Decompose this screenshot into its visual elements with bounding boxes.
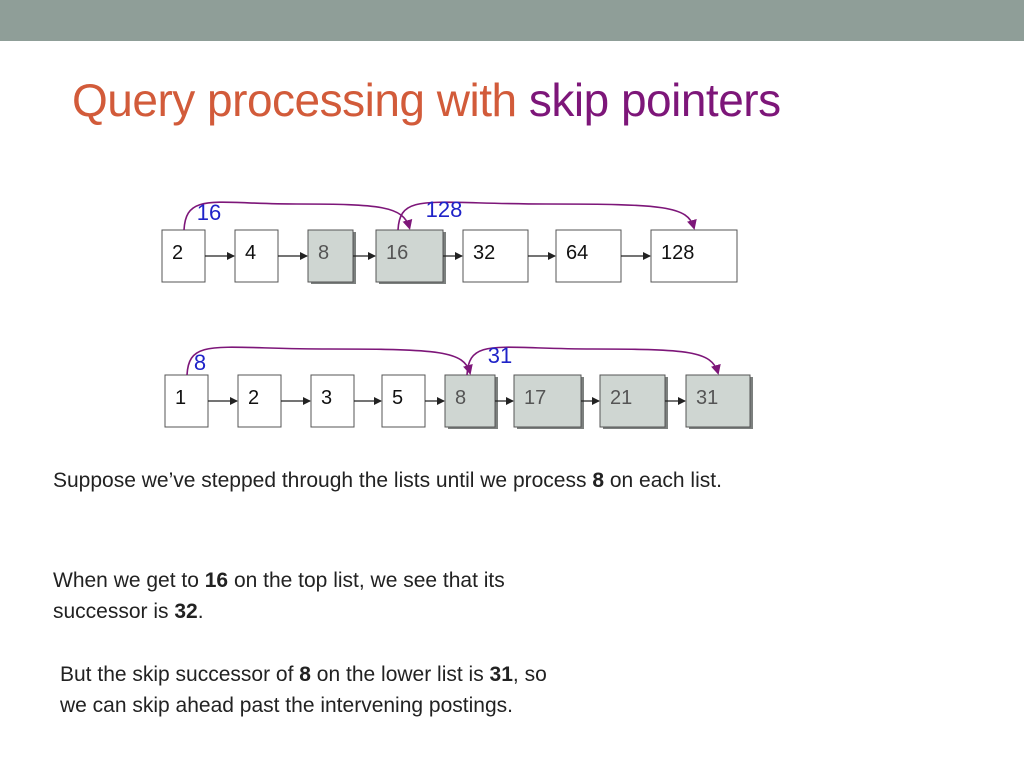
node-box	[555, 229, 622, 283]
bottom-postings-list: 1 2 3 5 8 17 21 31 8 31	[164, 343, 753, 429]
node-label: 32	[473, 242, 495, 264]
node-box	[310, 374, 355, 428]
explanation-line-2b: successor is 32.	[53, 600, 204, 623]
bottom-node-8: 8	[444, 374, 498, 429]
node-label: 3	[321, 387, 332, 409]
node-box	[462, 229, 529, 283]
bottom-skip-pointer-31	[466, 346, 721, 376]
bottom-node-2: 2	[237, 374, 282, 428]
node-label: 17	[524, 387, 546, 409]
page-title: Query processing with skip pointers	[72, 70, 781, 130]
node-label: 8	[455, 387, 466, 409]
node-box	[234, 229, 279, 283]
explanation-line-3a: But the skip successor of 8 on the lower…	[60, 663, 547, 686]
node-box	[307, 229, 354, 283]
top-skip-label-128: 128	[426, 197, 463, 222]
top-skip-pointer-16	[183, 201, 413, 231]
node-label: 4	[245, 242, 256, 264]
top-node-64: 64	[555, 229, 622, 283]
title-main: Query processing with	[72, 74, 529, 126]
node-box	[161, 229, 206, 283]
node-label: 128	[661, 242, 694, 264]
node-box	[444, 374, 496, 428]
top-node-2: 2	[161, 229, 206, 283]
bottom-node-3: 3	[310, 374, 355, 428]
top-node-128: 128	[650, 229, 738, 283]
explanation-line-3b: we can skip ahead past the intervening p…	[60, 694, 513, 717]
top-postings-list: 2 4 8 16 32 64 128 16 128	[161, 197, 738, 284]
top-skip-pointer-128	[397, 201, 697, 231]
node-label: 31	[696, 387, 718, 409]
bottom-skip-label-31: 31	[488, 343, 512, 368]
bottom-node-1: 1	[164, 374, 209, 428]
top-skip-label-16: 16	[197, 200, 221, 225]
bottom-skip-label-8: 8	[194, 350, 206, 375]
node-label: 8	[318, 242, 329, 264]
bottom-node-21: 21	[599, 374, 668, 429]
node-label: 2	[248, 387, 259, 409]
node-box	[685, 374, 751, 428]
top-node-8: 8	[307, 229, 356, 284]
node-box	[650, 229, 738, 283]
top-node-16: 16	[375, 229, 446, 284]
node-label: 21	[610, 387, 632, 409]
node-label: 1	[175, 387, 186, 409]
bottom-node-17: 17	[513, 374, 584, 429]
bottom-skip-pointer-8	[186, 346, 473, 376]
node-box	[599, 374, 666, 428]
bottom-node-5: 5	[381, 374, 426, 428]
top-node-32: 32	[462, 229, 529, 283]
explanation-line-1: Suppose we’ve stepped through the lists …	[53, 469, 722, 492]
node-label: 16	[386, 242, 408, 264]
node-label: 64	[566, 242, 588, 264]
title-accent: skip pointers	[528, 74, 781, 126]
node-box	[237, 374, 282, 428]
node-box	[513, 374, 582, 428]
node-box	[164, 374, 209, 428]
top-bar	[0, 0, 1024, 41]
node-label: 2	[172, 242, 183, 264]
node-box	[381, 374, 426, 428]
top-node-4: 4	[234, 229, 279, 283]
bottom-node-31: 31	[685, 374, 753, 429]
explanation-line-2a: When we get to 16 on the top list, we se…	[53, 569, 505, 592]
node-label: 5	[392, 387, 403, 409]
